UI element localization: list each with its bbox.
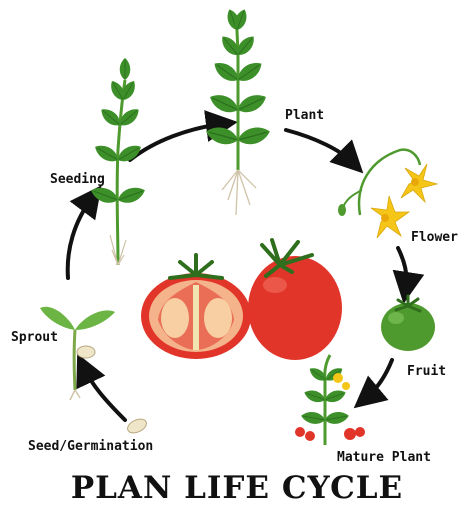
arrow-seeding-to-plant — [128, 110, 238, 162]
label-seeding: Seeding — [50, 172, 105, 187]
sprout-illustration — [40, 306, 115, 401]
arrow-seed-to-sprout — [76, 353, 127, 422]
mature-plant-illustration — [295, 354, 365, 445]
flower-illustration — [338, 148, 439, 239]
green-fruit-illustration — [381, 294, 435, 351]
label-plant: Plant — [285, 108, 325, 123]
label-fruit: Fruit — [407, 364, 447, 379]
seed-illustration — [127, 418, 147, 434]
arrow-fruit-to-mature — [353, 358, 394, 409]
tomato-illustration — [141, 238, 342, 360]
diagram-title: PLAN LIFE CYCLE — [70, 470, 404, 506]
label-flower: Flower — [411, 230, 458, 245]
arrow-flower-to-fruit — [392, 246, 425, 304]
seedling-illustration — [88, 57, 148, 266]
label-mature-plant: Mature Plant — [337, 450, 431, 465]
plant-illustration — [203, 7, 273, 216]
arrow-sprout-to-seeding — [65, 185, 102, 280]
label-sprout: Sprout — [11, 330, 58, 345]
arrow-plant-to-flower — [284, 128, 364, 174]
label-seed-germination: Seed/Germination — [28, 439, 154, 454]
cycle-arrows — [65, 110, 425, 422]
